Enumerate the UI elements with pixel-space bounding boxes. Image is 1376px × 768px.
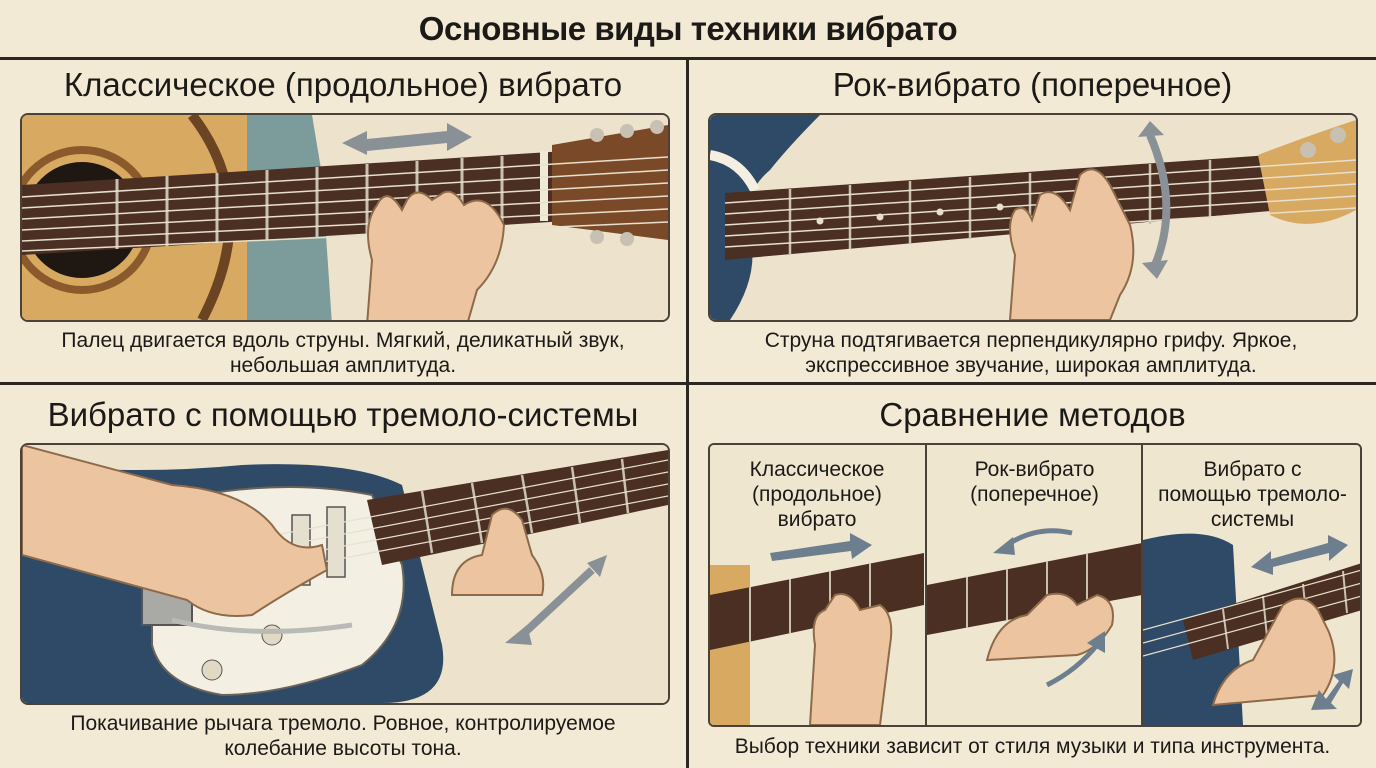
picking-hand [22, 445, 329, 617]
tremolo-guitar-drawing [22, 445, 668, 703]
compare-classical-line3: вибрато [777, 508, 857, 531]
vertical-arrow-icon [1146, 133, 1171, 267]
tremolo-illustration [20, 443, 670, 705]
comparison-heading: Сравнение методов [879, 396, 1186, 433]
comparison-column-rock: Рок-вибрато (поперечное) [925, 445, 1142, 725]
tremolo-caption-line2: колебание высоты тона. [224, 737, 462, 760]
horizontal-arrow-icon [342, 123, 472, 155]
classical-heading: Классическое (продольное) вибрато [63, 66, 623, 103]
hand [366, 190, 506, 320]
diagonal-arrow-small-icon [1311, 669, 1353, 710]
comparison-column-tremolo: Вибрато с помощью тремоло- системы [1141, 445, 1360, 725]
compare-classical-line2: (продольное) [752, 483, 882, 506]
right-arrow-icon [770, 533, 872, 561]
headstock [552, 125, 668, 240]
rock-caption-line2: экспрессивное звучание, широкая амплитуд… [805, 354, 1257, 377]
hand [1008, 168, 1135, 320]
diagonal-arrow-icon [519, 567, 595, 638]
comparison-caption: Выбор техники зависит от стиля музыки и … [734, 735, 1331, 758]
compare-rock-line2: (поперечное) [970, 483, 1099, 506]
tremolo-heading: Вибрато с помощью тремоло-системы [47, 396, 639, 433]
rock-heading: Рок-вибрато (поперечное) [832, 66, 1233, 103]
classical-mini-drawing [710, 445, 924, 725]
fretboard [367, 450, 668, 565]
tremolo-mini-drawing [1143, 445, 1360, 725]
electric-guitar-drawing [710, 115, 1356, 320]
compare-rock-line1: Рок-вибрато [974, 458, 1095, 481]
classical-illustration [20, 113, 670, 322]
comparison-panel: Классическое (продольное) вибрато Рок-ви… [708, 443, 1362, 727]
up-curve-arrow-icon [1045, 643, 1099, 688]
double-arrow-icon [1251, 535, 1348, 575]
tremolo-arm [171, 617, 353, 634]
compare-classical-line1: Классическое [749, 458, 885, 481]
classical-caption-line1: Палец двигается вдоль струны. Мягкий, де… [61, 329, 625, 352]
compare-tremolo-line2: помощью тремоло- [1158, 483, 1347, 506]
page-title: Основные виды техники вибрато [418, 10, 958, 47]
compare-tremolo-line1: Вибрато с [1203, 458, 1302, 481]
compare-tremolo-line3: системы [1210, 508, 1295, 531]
rock-mini-drawing [927, 445, 1142, 725]
rock-illustration [708, 113, 1358, 322]
classical-guitar-drawing [22, 115, 668, 320]
divider-vertical [686, 58, 689, 768]
fretting-hand [450, 507, 545, 596]
tremolo-caption-line1: Покачивание рычага тремоло. Ровное, конт… [70, 712, 616, 735]
rock-caption-line1: Струна подтягивается перпендикулярно гри… [764, 329, 1298, 352]
classical-caption-line2: небольшая амплитуда. [229, 354, 457, 377]
comparison-column-classical: Классическое (продольное) вибрато [710, 445, 924, 725]
